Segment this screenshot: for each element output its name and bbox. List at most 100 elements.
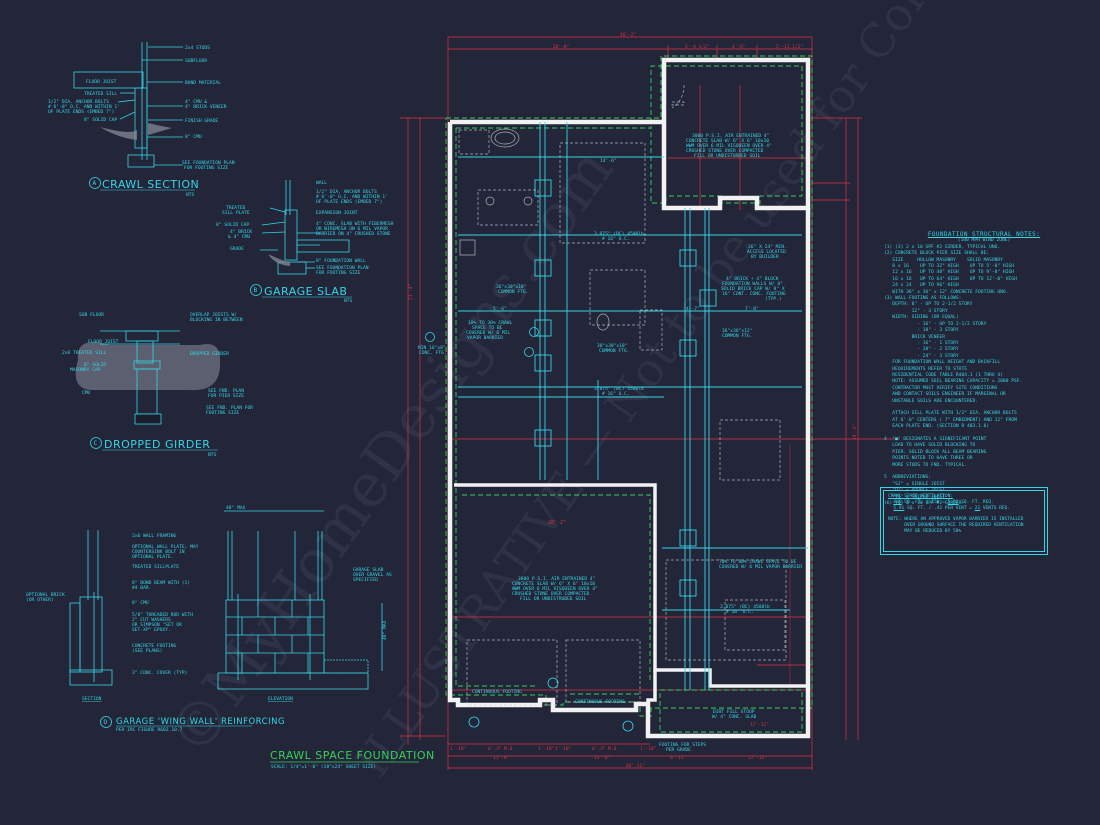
- svg-text:MASONRY CAP: MASONRY CAP: [70, 367, 101, 373]
- svg-text:OF PLATE ENDS (EMBED 7"): OF PLATE ENDS (EMBED 7"): [48, 109, 114, 115]
- fixture-outlines: [458, 84, 787, 706]
- note-line: - 24" - 3 STORY: [884, 353, 959, 359]
- svg-text:BAND MATERIAL: BAND MATERIAL: [185, 80, 221, 86]
- section-marker-d1: [468, 716, 480, 728]
- svg-text:17'-11": 17'-11": [750, 722, 769, 728]
- note-line: UNSTABLE SOILS ARE ENCOUNTERED.: [884, 398, 979, 404]
- svg-text:1'-10": 1'-10": [640, 746, 656, 752]
- note-line: 12" - 3 STORY: [884, 308, 948, 314]
- ventilation-note: OVER GROUND SURFACE THE REQUIRED VENTILA…: [888, 522, 1024, 528]
- svg-text:SEE FND. PLAN FOR: SEE FND. PLAN FOR: [206, 405, 253, 411]
- svg-text:COVERED W/ 6 MIL: COVERED W/ 6 MIL: [466, 330, 510, 336]
- svg-text:FILL OR UNDISTURBED SOIL: FILL OR UNDISTURBED SOIL: [694, 153, 761, 159]
- svg-text:CONC. FTG.: CONC. FTG.: [419, 350, 447, 356]
- crawl-space-ventilation-box: CRAWL SPACE VENTILATION: 886 SQ. FT. / 1…: [880, 487, 1048, 555]
- svg-text:BY BUILDER: BY BUILDER: [751, 254, 779, 260]
- detail-d-wing-wall: [69, 510, 383, 690]
- svg-text:FOOTING SIZE: FOOTING SIZE: [206, 410, 239, 416]
- svg-text:4" CMU &: 4" CMU &: [185, 99, 207, 105]
- svg-text:W/ 4" CONC. SLAB: W/ 4" CONC. SLAB: [712, 714, 756, 720]
- svg-text:FINISH GRADE: FINISH GRADE: [185, 118, 218, 124]
- svg-text:30"x30"x10": 30"x30"x10": [597, 343, 627, 349]
- svg-text:VAPOR BARRIER: VAPOR BARRIER: [467, 335, 503, 341]
- svg-text:48" MAX: 48" MAX: [382, 620, 388, 640]
- svg-text:6'-3" M.O.: 6'-3" M.O.: [592, 746, 619, 752]
- svg-text:BLOCKING IN BETWEEN: BLOCKING IN BETWEEN: [190, 317, 243, 323]
- foundation-structural-notes: FOUNDATION STRUCTURAL NOTES: (100 MPH WI…: [884, 231, 1084, 507]
- svg-text:FLOOR JOIST: FLOOR JOIST: [88, 339, 119, 345]
- svg-text:NTS: NTS: [186, 192, 195, 198]
- svg-text:14'-6": 14'-6": [600, 158, 617, 164]
- svg-text:COUNTERSINK BOLT IN: COUNTERSINK BOLT IN: [132, 549, 185, 555]
- svg-text:4'-7": 4'-7": [686, 306, 700, 312]
- note-line: POINTS NOTED TO HAVE THREE OR: [884, 456, 973, 462]
- svg-text:ELEVATION: ELEVATION: [268, 696, 293, 702]
- note-line: 8 x 16 UP TO 32" HIGH UP TO 5'-0" HIGH: [884, 264, 1014, 270]
- detail-a-title: A CRAWL SECTION NTS: [89, 177, 199, 198]
- svg-text:4" CONC. SLAB WITH FIBERMESH: 4" CONC. SLAB WITH FIBERMESH: [316, 221, 394, 227]
- note-line: FOR FOUNDATION WALL HEIGHT AND BACKFILL: [884, 360, 1001, 366]
- svg-text:1/2" DIA. ANCHOR BOLTS: 1/2" DIA. ANCHOR BOLTS: [316, 189, 377, 195]
- note-line: - 20" - 2 STORY: [884, 347, 959, 353]
- note-line: - 18" - 3 STORY: [884, 328, 959, 334]
- svg-text:SECTION: SECTION: [82, 696, 102, 702]
- crawl-area-value: 886: [893, 500, 902, 506]
- ventilation-title: CRAWL SPACE VENTILATION:: [888, 494, 954, 499]
- svg-text:OPTIONAL WALL PLATE; MAY: OPTIONAL WALL PLATE; MAY: [132, 544, 199, 550]
- svg-text:SEE FND. PLAN: SEE FND. PLAN: [208, 388, 244, 394]
- note-line: (3) WALL FOOTING AS FOLLOWS:: [884, 296, 962, 302]
- svg-text:3.875" (BC) 4500lb: 3.875" (BC) 4500lb: [720, 604, 770, 610]
- note-line: BRICK VENEER: [884, 334, 945, 340]
- svg-text:19'-2": 19'-2": [852, 424, 858, 440]
- note-line: (2) CONCRETE BLOCK PIER SIZE SHALL BE:: [884, 251, 990, 257]
- svg-text:8" SOLID CAP: 8" SOLID CAP: [216, 222, 249, 228]
- svg-text:CRUSHED STONE OVER COMPACTED: CRUSHED STONE OVER COMPACTED: [512, 591, 590, 597]
- note-line: REQUIREMENTS REFER TO STATE: [884, 366, 967, 372]
- svg-text:SCALE: 1/4"=1'-0" (18"x24" SHE: SCALE: 1/4"=1'-0" (18"x24" SHEET SIZE): [271, 764, 376, 770]
- svg-text:OVER GRAVEL AS: OVER GRAVEL AS: [353, 572, 392, 578]
- note-line: WIDTH: SIDING (OR EQUAL): [884, 315, 959, 321]
- svg-text:OR SIMPSON "SET OR: OR SIMPSON "SET OR: [132, 622, 182, 628]
- note-line: 16 x 16 UP TO 64" HIGH UP TO 12'-0" HIGH: [884, 276, 1017, 282]
- svg-text:TREATED: TREATED: [226, 205, 246, 211]
- foundation-walls: [447, 57, 811, 739]
- detail-marker-a: [89, 177, 101, 189]
- svg-text:NTS: NTS: [344, 298, 353, 304]
- detail-marker-b: [250, 284, 262, 296]
- svg-text:PER IRC FIGURE R602.10.7: PER IRC FIGURE R602.10.7: [116, 727, 183, 733]
- plan-labels: 3000 P.S.I. AIR ENTRAINED 4" CONCRETE SL…: [408, 133, 858, 753]
- note-line: 24 x 24 UP TO 96" HIGH: [884, 283, 959, 289]
- dimension-texts: 46'-2" 26'-8" 5'-4 1/2" 4'-6" 5'-11 1/2"…: [450, 32, 803, 769]
- beams-and-piers: [458, 122, 808, 690]
- svg-text:WWM OVER 6 MIL VISQUEEN OVER 4: WWM OVER 6 MIL VISQUEEN OVER 4": [512, 586, 598, 592]
- svg-text:3.875" (BC) 4500lb: 3.875" (BC) 4500lb: [594, 386, 644, 392]
- detail-marker-d: [100, 716, 112, 728]
- ventilation-text: SQ. FT. REQ.: [961, 500, 994, 506]
- section-marker-d2: [547, 677, 559, 689]
- svg-text:CRAWL SECTION: CRAWL SECTION: [102, 178, 199, 191]
- svg-text:SPECIFIED: SPECIFIED: [353, 577, 378, 583]
- svg-text:CRUSHED STONE OVER COMPACTED: CRUSHED STONE OVER COMPACTED: [686, 148, 764, 154]
- required-area-value: 5.91: [947, 500, 959, 506]
- svg-text:OPTIONAL BRICK: OPTIONAL BRICK: [26, 592, 65, 598]
- svg-text:1'-10": 1'-10": [538, 746, 554, 752]
- svg-text:& 4" CMU: & 4" CMU: [228, 234, 250, 240]
- svg-text:3000 P.S.I. AIR ENTRAINED 4": 3000 P.S.I. AIR ENTRAINED 4": [692, 133, 769, 139]
- svg-text:COMMON FTG.: COMMON FTG.: [599, 348, 629, 354]
- svg-text:36"x30"x10": 36"x30"x10": [496, 284, 526, 290]
- svg-text:17'-11": 17'-11": [748, 755, 767, 761]
- ventilation-text: SQ. FT. / .41 PER VENT =: [906, 506, 973, 512]
- svg-text:TREATED SILLPLATE: TREATED SILLPLATE: [132, 564, 179, 570]
- notes-subtitle: (100 MPH WIND ZONE): [957, 238, 1011, 244]
- svg-text:8" CMU: 8" CMU: [185, 134, 202, 140]
- svg-text:MIN 16"x8": MIN 16"x8": [418, 345, 446, 351]
- svg-text:WWM OVER 6 MIL VISQUEEN OVER 4: WWM OVER 6 MIL VISQUEEN OVER 4": [686, 143, 772, 149]
- svg-text:OPTIONAL PLATE.: OPTIONAL PLATE.: [132, 554, 174, 560]
- detail-a-callouts: 2x4 STUDS SUBFLOOR FLOOR JOIST BAND MATE…: [48, 45, 235, 171]
- svg-text:11'-8": 11'-8": [493, 755, 509, 761]
- svg-text:OF PLATE ENDS (EMBED 7"): OF PLATE ENDS (EMBED 7"): [316, 199, 382, 205]
- note-line: DEPTH: 8" - UP TO 2-1/2 STORY: [884, 302, 973, 308]
- ventilation-note: MAY BE REDUCED BY 50%: [888, 529, 962, 535]
- svg-text:3000 P.S.I. AIR ENTRAINED 4": 3000 P.S.I. AIR ENTRAINED 4": [518, 576, 595, 582]
